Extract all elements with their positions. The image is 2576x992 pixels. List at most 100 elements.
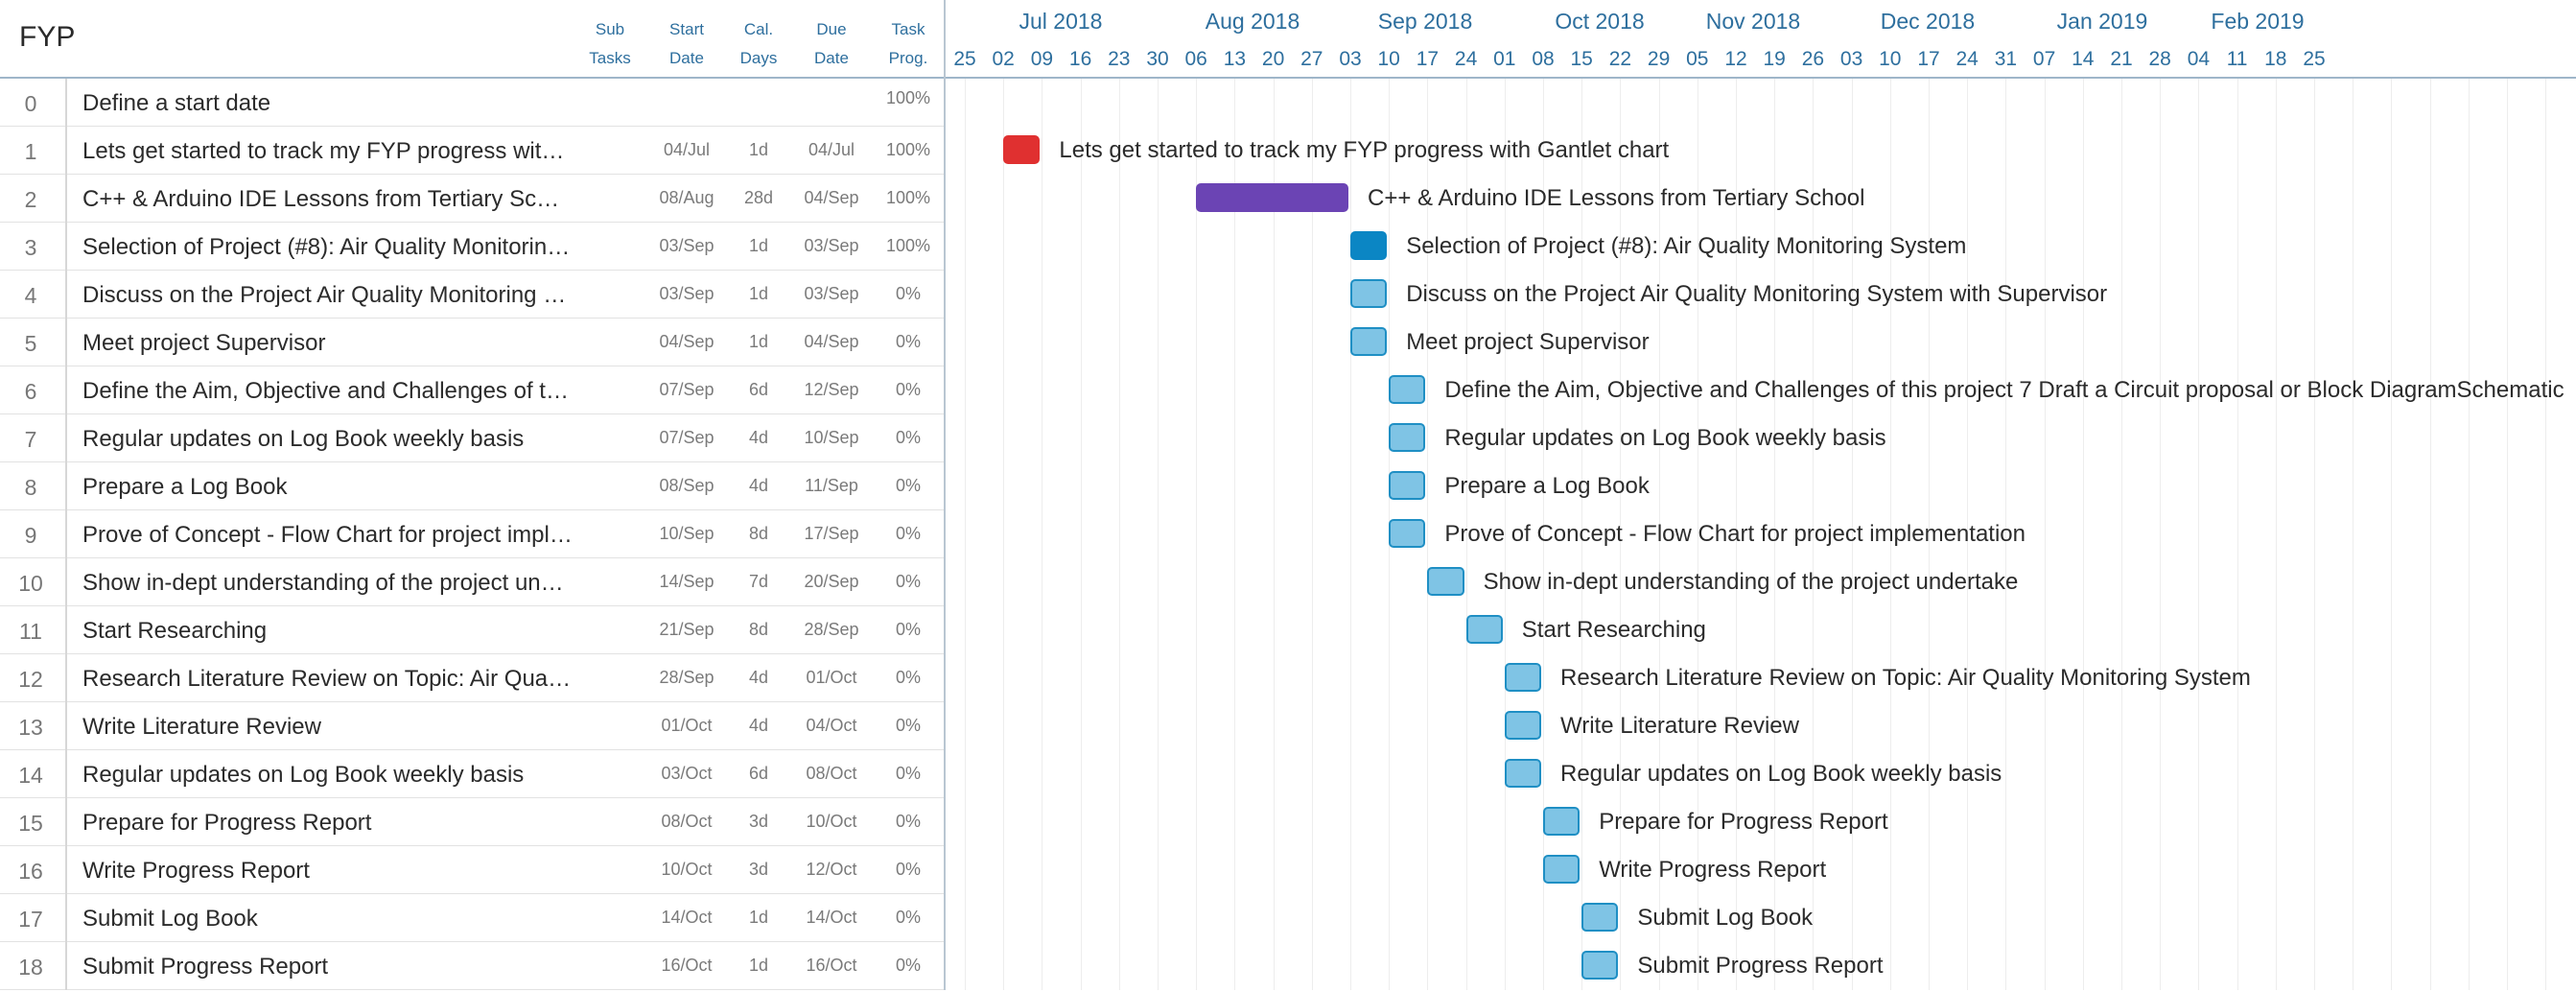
task-start-date[interactable]: 08/Oct bbox=[661, 812, 713, 831]
task-bar[interactable] bbox=[1389, 519, 1426, 548]
task-name[interactable]: Regular updates on Log Book weekly basis bbox=[82, 426, 525, 452]
task-progress[interactable]: 0% bbox=[895, 524, 921, 543]
task-bar[interactable] bbox=[1504, 663, 1541, 692]
task-due-date[interactable]: 04/Jul bbox=[808, 140, 855, 159]
task-start-date[interactable]: 04/Jul bbox=[663, 140, 711, 159]
task-start-date[interactable]: 08/Sep bbox=[659, 476, 714, 495]
task-bar[interactable] bbox=[1350, 327, 1388, 356]
task-progress[interactable]: 0% bbox=[895, 764, 921, 783]
task-cal-days[interactable]: 1d bbox=[748, 908, 769, 927]
task-cal-days[interactable]: 28d bbox=[743, 188, 774, 207]
task-start-date[interactable]: 10/Oct bbox=[661, 860, 713, 879]
task-name[interactable]: Write Literature Review bbox=[82, 714, 321, 740]
task-progress[interactable]: 0% bbox=[895, 956, 921, 975]
task-bar[interactable] bbox=[1389, 375, 1426, 404]
task-name[interactable]: Research Literature Review on Topic: Air… bbox=[82, 666, 572, 692]
task-progress[interactable]: 0% bbox=[895, 860, 921, 879]
task-name[interactable]: Regular updates on Log Book weekly basis bbox=[82, 762, 525, 788]
task-cal-days[interactable] bbox=[722, 79, 795, 126]
task-due-date[interactable]: 03/Sep bbox=[804, 236, 859, 255]
task-name[interactable]: Selection of Project (#8): Air Quality M… bbox=[82, 234, 571, 260]
task-name[interactable]: Define the Aim, Objective and Challenges… bbox=[82, 378, 569, 404]
task-bar[interactable] bbox=[1543, 807, 1581, 836]
task-name[interactable]: Discuss on the Project Air Quality Monit… bbox=[82, 282, 567, 308]
task-start-date[interactable]: 03/Sep bbox=[659, 284, 714, 303]
task-name[interactable]: Prove of Concept - Flow Chart for projec… bbox=[82, 522, 573, 548]
task-bar[interactable] bbox=[1581, 903, 1619, 932]
task-progress[interactable]: 100% bbox=[885, 140, 931, 159]
task-progress[interactable]: 0% bbox=[895, 716, 921, 735]
task-start-date[interactable]: 01/Oct bbox=[661, 716, 713, 735]
task-name[interactable]: Start Researching bbox=[82, 618, 268, 644]
task-name[interactable]: Define a start date bbox=[82, 90, 271, 116]
task-cal-days[interactable]: 1d bbox=[748, 956, 769, 975]
column-header-cal-days[interactable]: Cal. Days bbox=[722, 15, 795, 73]
task-name[interactable]: Prepare a Log Book bbox=[82, 474, 288, 500]
task-due-date[interactable]: 14/Oct bbox=[806, 908, 857, 927]
task-bar[interactable] bbox=[1003, 135, 1041, 164]
task-cal-days[interactable]: 3d bbox=[748, 812, 769, 831]
task-cal-days[interactable]: 8d bbox=[748, 524, 769, 543]
task-due-date[interactable]: 04/Sep bbox=[804, 332, 859, 351]
task-bar[interactable] bbox=[1350, 231, 1388, 260]
task-progress[interactable]: 100% bbox=[885, 236, 931, 255]
task-cal-days[interactable]: 4d bbox=[748, 428, 769, 447]
task-due-date[interactable]: 01/Oct bbox=[806, 668, 857, 687]
task-bar[interactable] bbox=[1543, 855, 1581, 884]
task-start-date[interactable]: 07/Sep bbox=[659, 380, 714, 399]
task-start-date[interactable]: 07/Sep bbox=[659, 428, 714, 447]
task-progress[interactable]: 0% bbox=[895, 812, 921, 831]
task-start-date[interactable]: 14/Sep bbox=[659, 572, 714, 591]
task-progress[interactable]: 0% bbox=[895, 908, 921, 927]
task-cal-days[interactable]: 6d bbox=[748, 380, 769, 399]
task-start-date[interactable]: 21/Sep bbox=[659, 620, 714, 639]
column-header-due-date[interactable]: Due Date bbox=[795, 15, 868, 73]
task-progress[interactable]: 0% bbox=[895, 668, 921, 687]
task-due-date[interactable]: 03/Sep bbox=[804, 284, 859, 303]
task-start-date[interactable]: 03/Sep bbox=[659, 236, 714, 255]
task-start-date[interactable] bbox=[650, 79, 723, 126]
task-start-date[interactable]: 04/Sep bbox=[659, 332, 714, 351]
task-bar[interactable] bbox=[1581, 951, 1619, 980]
task-bar[interactable] bbox=[1389, 423, 1426, 452]
task-due-date[interactable]: 16/Oct bbox=[806, 956, 857, 975]
task-start-date[interactable]: 10/Sep bbox=[659, 524, 714, 543]
task-due-date[interactable]: 11/Sep bbox=[805, 476, 858, 495]
task-cal-days[interactable]: 1d bbox=[748, 332, 769, 351]
task-progress[interactable]: 0% bbox=[895, 476, 921, 495]
task-due-date[interactable]: 10/Oct bbox=[806, 812, 857, 831]
task-bar[interactable] bbox=[1389, 471, 1426, 500]
task-name[interactable]: Lets get started to track my FYP progres… bbox=[82, 138, 565, 164]
task-due-date[interactable]: 04/Oct bbox=[806, 716, 857, 735]
task-due-date[interactable]: 17/Sep bbox=[804, 524, 859, 543]
task-cal-days[interactable]: 4d bbox=[748, 668, 769, 687]
task-cal-days[interactable]: 7d bbox=[748, 572, 769, 591]
task-bar[interactable] bbox=[1196, 183, 1348, 212]
task-bar[interactable] bbox=[1465, 615, 1503, 644]
task-due-date[interactable]: 12/Oct bbox=[806, 860, 857, 879]
task-start-date[interactable]: 16/Oct bbox=[661, 956, 713, 975]
task-bar[interactable] bbox=[1350, 279, 1388, 308]
task-bar[interactable] bbox=[1427, 567, 1464, 596]
task-progress[interactable]: 0% bbox=[895, 620, 921, 639]
task-cal-days[interactable]: 1d bbox=[748, 236, 769, 255]
task-progress[interactable]: 100% bbox=[885, 188, 931, 207]
task-name[interactable]: Show in-dept understanding of the projec… bbox=[82, 570, 564, 596]
task-progress[interactable]: 0% bbox=[895, 380, 921, 399]
task-start-date[interactable]: 14/Oct bbox=[661, 908, 713, 927]
task-progress[interactable]: 0% bbox=[895, 332, 921, 351]
task-name[interactable]: Prepare for Progress Report bbox=[82, 810, 372, 836]
task-bar[interactable] bbox=[1504, 759, 1541, 788]
task-start-date[interactable]: 08/Aug bbox=[659, 188, 714, 207]
task-name[interactable]: Submit Progress Report bbox=[82, 954, 329, 980]
